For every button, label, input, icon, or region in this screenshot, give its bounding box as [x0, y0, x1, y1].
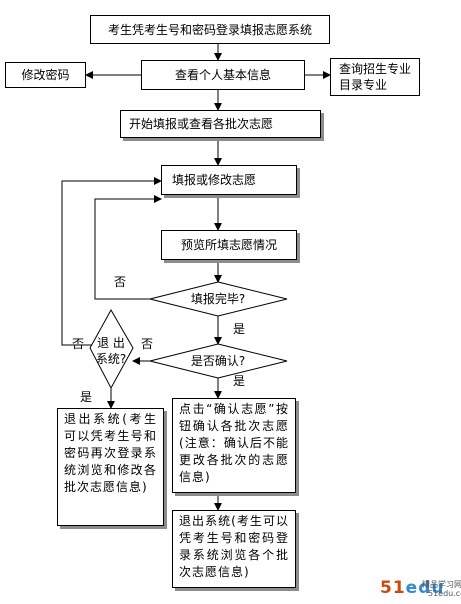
label-yes-done: 是: [233, 322, 246, 336]
preview-label: 预览所填志愿情况: [180, 238, 277, 252]
decision-confirm-shape: [149, 343, 288, 379]
start-login-box: 考生凭考生号和密码登录填报志愿系统: [90, 15, 330, 44]
begin-fill-box: 开始填报或查看各批次志愿: [120, 110, 321, 138]
exit-box-left-text: 退出系统(考生可以凭考生号和密码再次登录系统浏览和修改各批次志愿信息): [64, 412, 157, 494]
decision-exit-text-line2: 系统?: [95, 352, 127, 366]
query-majors-box: 查询招生专业 目录专业: [330, 58, 420, 96]
label-no-confirm: 否: [141, 337, 154, 351]
site-watermark-logo: 51edu 精品学习网 51edu.com: [380, 578, 461, 600]
preview-box: 预览所填志愿情况: [161, 230, 297, 260]
decision-done-text: 填报完毕?: [190, 292, 246, 306]
change-password-label: 修改密码: [21, 68, 70, 82]
query-majors-line2: 目录专业: [339, 78, 388, 92]
decision-confirm-text: 是否确认?: [190, 354, 246, 368]
begin-fill-label: 开始填报或查看各批次志愿: [129, 117, 274, 131]
view-info-box: 查看个人基本信息: [141, 60, 305, 90]
watermark-site-name: 精品学习网: [422, 580, 461, 589]
view-info-label: 查看个人基本信息: [174, 68, 271, 82]
confirm-box: 点击“确认志愿”按钮确认各批次志愿(注意：确认后不能更改各批次的志愿信息): [172, 398, 296, 493]
watermark-domain: 51edu.com: [428, 589, 461, 598]
fill-modify-box: 填报或修改志愿: [161, 165, 297, 195]
decision-exit-shape: [89, 308, 134, 390]
confirm-box-text: 点击“确认志愿”按钮确认各批次志愿(注意：确认后不能更改各批次的志愿信息): [179, 402, 289, 484]
fill-modify-label: 填报或修改志愿: [172, 173, 257, 187]
decision-exit-text-line1: 退 出: [97, 336, 125, 350]
label-no-exit: 否: [72, 337, 85, 351]
exit-box-left: 退出系统(考生可以凭考生号和密码再次登录系统浏览和修改各批次志愿信息): [57, 408, 164, 526]
exit-box-bottom: 退出系统(考生可以凭考生号和密码登录系统浏览各个批次志愿信息): [172, 510, 296, 588]
label-yes-exit: 是: [80, 390, 93, 404]
exit-box-bottom-text: 退出系统(考生可以凭考生号和密码登录系统浏览各个批次志愿信息): [179, 514, 289, 579]
decision-done-shape: [149, 281, 288, 317]
label-no-done: 否: [114, 275, 127, 289]
query-majors-line1: 查询招生专业: [339, 62, 412, 76]
start-login-label: 考生凭考生号和密码登录填报志愿系统: [107, 22, 312, 37]
watermark-number: 51edu: [380, 578, 445, 598]
label-yes-confirm: 是: [233, 374, 246, 388]
change-password-box: 修改密码: [5, 62, 86, 88]
